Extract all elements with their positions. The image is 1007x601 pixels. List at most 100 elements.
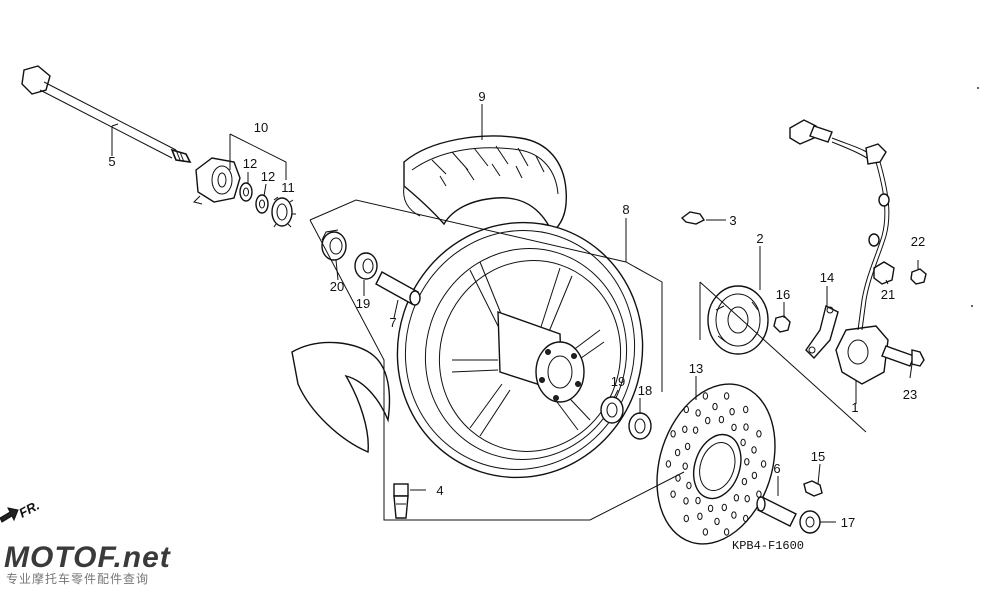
part-labels: 1 2 3 4 5 6 7 8 9 10 11 12 12 13 14 15 1… [108,89,925,530]
label-2: 2 [756,231,763,246]
dust-seal-part [239,182,253,202]
bolt-15-part [803,480,823,497]
vent-hole [731,511,737,519]
watermark-brand: MOTOF.net [4,541,172,574]
label-12a: 12 [243,156,257,171]
label-18: 18 [638,383,652,398]
direction-label: FR. [16,498,42,521]
vent-hole [665,460,672,468]
vent-hole [756,430,762,438]
vent-hole [683,405,689,414]
vent-hole [733,494,740,502]
label-14: 14 [820,270,834,285]
speedometer-gearbox-part [707,285,769,355]
vent-hole [684,442,691,451]
sensor-1-part [835,325,889,385]
label-10: 10 [254,120,268,135]
vent-hole [683,497,689,505]
vent-hole [692,426,699,434]
sensor-cable-part [789,119,890,331]
vent-hole [702,528,709,536]
label-8: 8 [622,202,629,217]
vent-hole [723,392,730,400]
vent-hole [695,409,701,417]
vent-hole [729,408,735,416]
vent-hole [751,471,758,480]
label-5: 5 [108,154,115,169]
wheel-part [396,221,644,479]
label-20: 20 [330,279,344,294]
vent-hole [712,402,718,411]
dust-seal-right-part [628,412,652,440]
valve-part [393,483,409,519]
vent-hole [674,448,681,457]
vent-hole [743,514,749,523]
vent-hole [702,392,709,400]
bolt-22-part [910,268,927,285]
label-11: 11 [281,180,295,195]
vent-hole [740,438,746,447]
vent-hole [683,514,689,523]
label-4: 4 [436,483,443,498]
vent-hole [705,416,711,425]
nut-17-part [799,510,821,534]
vent-hole [723,528,730,536]
label-6: 6 [773,461,780,476]
vent-hole [744,495,750,503]
vent-hole [721,503,727,512]
label-9: 9 [478,89,485,104]
vent-hole [741,477,748,486]
vent-hole [760,460,767,468]
bearing-right-part [600,396,624,424]
collar-6-part [756,496,797,527]
vent-hole [682,462,688,470]
axle-part [21,65,192,164]
vent-hole [682,425,688,433]
clamp-21-part [873,261,895,285]
front-direction-mark: FR. [0,498,42,523]
label-7: 7 [389,315,396,330]
label-19b: 19 [611,374,625,389]
label-3: 3 [729,213,736,228]
label-15: 15 [811,449,825,464]
edge-marks [971,87,979,307]
vent-hole [697,512,703,520]
vent-hole [714,517,720,526]
diagram-code: KPB4-F1600 [732,539,804,553]
fender-part [291,341,391,454]
vent-hole [670,430,676,438]
vent-hole [686,481,692,490]
label-21: 21 [881,287,895,302]
watermark-tagline: 专业摩托车零件配件查询 [6,571,149,586]
watermark: MOTOF.net 专业摩托车零件配件查询 [4,541,172,586]
vent-hole [751,446,757,454]
label-17: 17 [841,515,855,530]
vent-hole [670,490,676,498]
bolt-16-part [773,315,791,333]
label-1: 1 [851,400,858,415]
tire-part [403,135,568,234]
bolt-23-part [881,345,925,367]
vent-hole [718,415,725,424]
bearing-left-part [354,252,378,280]
vent-hole [743,405,749,414]
label-12b: 12 [261,169,275,184]
label-22: 22 [911,234,925,249]
vent-hole [695,496,701,505]
vent-hole [744,458,750,466]
bracket-14-part [805,304,839,360]
vent-hole [743,423,749,431]
leader-lines [111,104,919,523]
vent-hole [707,504,714,513]
distance-collar-part [375,271,421,306]
washer-part [255,194,269,214]
brake-disc-part [656,383,776,545]
dust-seal-left-part [321,229,347,261]
vent-hole [731,423,737,432]
label-19a: 19 [356,296,370,311]
gear-box-part [271,196,296,228]
label-13: 13 [689,361,703,376]
side-collar-part [193,157,241,205]
clip-3-part [680,211,706,225]
